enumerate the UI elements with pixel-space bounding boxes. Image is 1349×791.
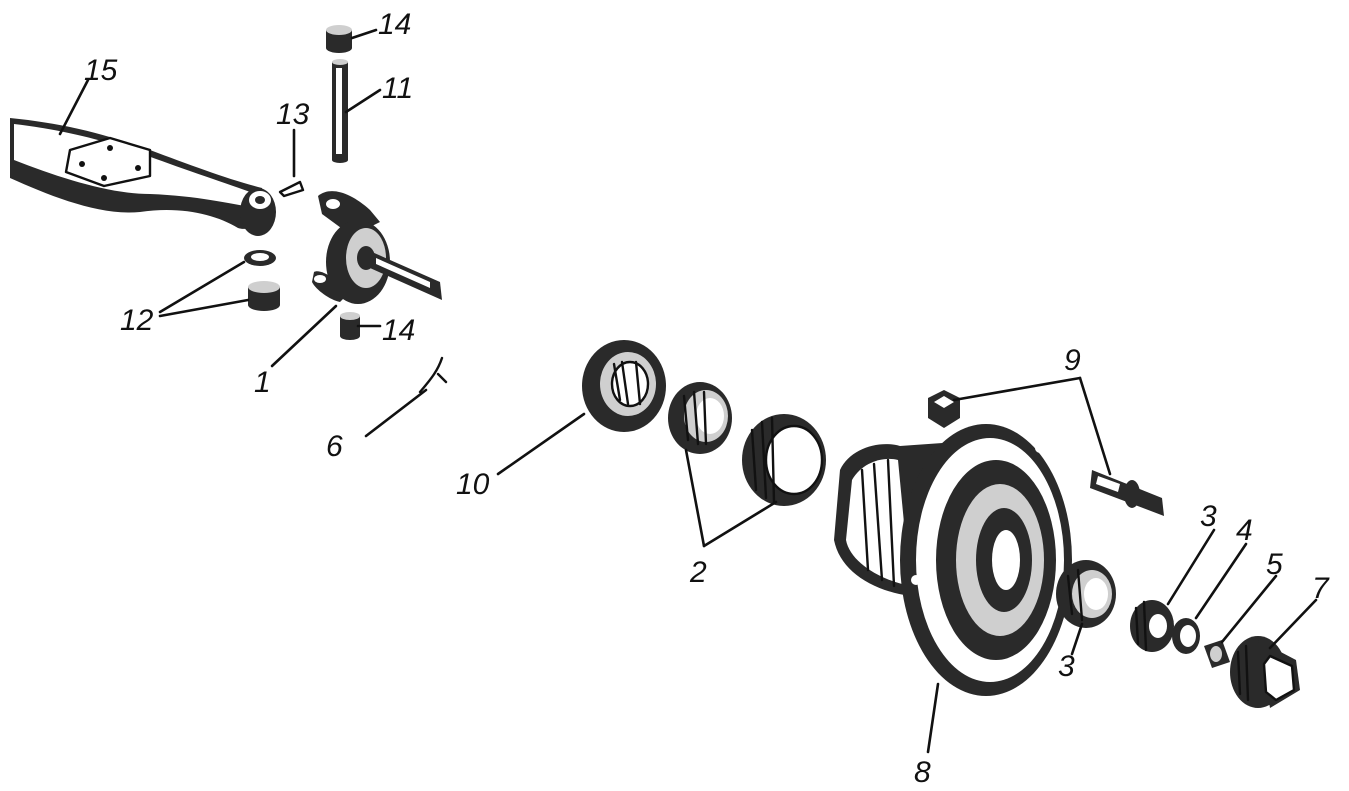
wheel-hub-part xyxy=(834,424,1072,696)
leader-lines xyxy=(58,28,1318,754)
callout-4: 4 xyxy=(1236,514,1253,547)
callout-12: 12 xyxy=(120,304,154,337)
king-pin-part xyxy=(332,59,348,163)
wheel-stud-part xyxy=(1090,470,1164,516)
callout-1: 1 xyxy=(254,366,271,399)
wedge-pin-part xyxy=(278,180,305,198)
callout-3-lower: 3 xyxy=(1058,650,1075,683)
oil-seal-part xyxy=(582,340,666,432)
callout-5: 5 xyxy=(1266,548,1283,581)
callout-14-top: 14 xyxy=(378,8,411,41)
thrust-washer-part xyxy=(244,250,276,266)
outer-bearing-cone-part xyxy=(1056,560,1116,628)
callout-10: 10 xyxy=(456,468,490,501)
callout-11: 11 xyxy=(382,72,413,105)
axle-beam-part xyxy=(10,118,276,236)
callout-6: 6 xyxy=(326,430,343,463)
cotter-pin-part xyxy=(418,356,448,394)
bearing-nut-part xyxy=(1130,600,1174,652)
hub-cap-part xyxy=(1230,636,1300,708)
callout-15: 15 xyxy=(84,54,118,87)
callout-9: 9 xyxy=(1064,344,1081,377)
bushing-bottom-part xyxy=(340,312,360,340)
callout-3-upper: 3 xyxy=(1200,500,1217,533)
inner-bearing-cup-part xyxy=(742,414,826,506)
callout-labels: 15 13 14 11 12 14 1 6 10 2 9 3 4 5 7 3 8 xyxy=(84,8,1330,789)
callout-8: 8 xyxy=(914,756,931,789)
bushing-top-part xyxy=(326,25,352,53)
inner-bearing-cone-part xyxy=(668,382,732,454)
lock-washer-part xyxy=(1172,618,1200,654)
wheel-nut-part xyxy=(928,390,960,428)
steering-knuckle-part xyxy=(312,191,442,304)
callout-14-bottom: 14 xyxy=(382,314,415,347)
lock-nut-part xyxy=(1204,640,1230,668)
thrust-bearing-part xyxy=(248,281,280,311)
callout-2: 2 xyxy=(689,556,707,589)
callout-7: 7 xyxy=(1312,572,1330,605)
callout-13: 13 xyxy=(276,98,310,131)
